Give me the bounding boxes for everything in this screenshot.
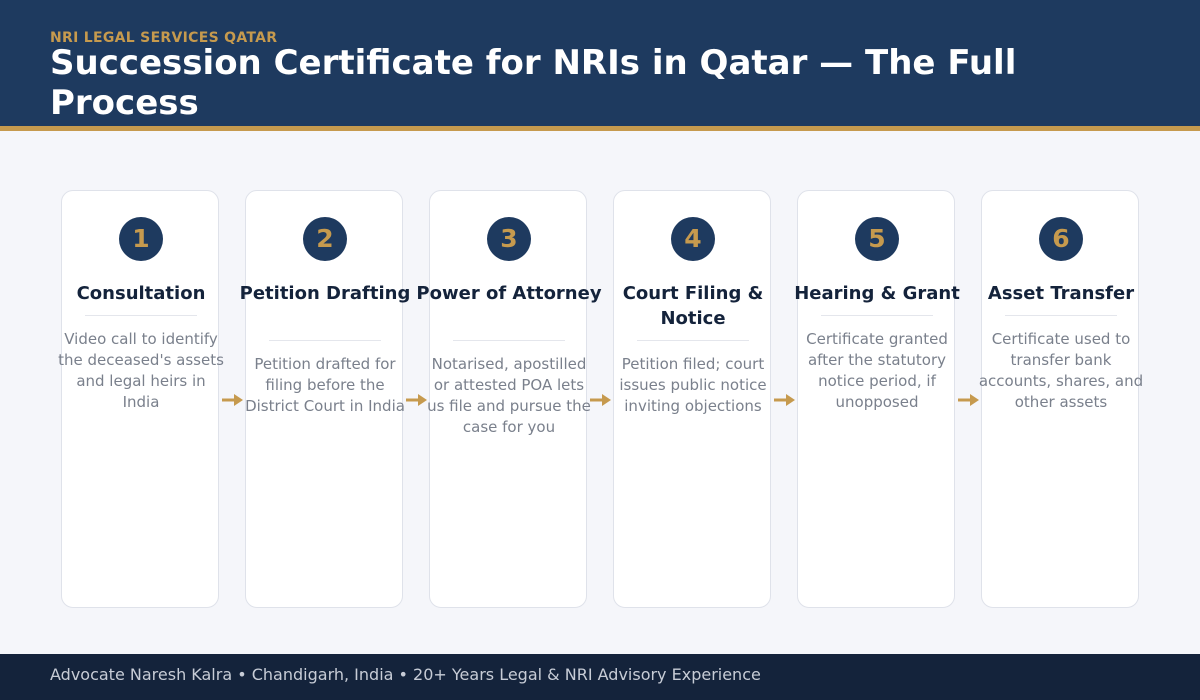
step-card-6: 6 Asset Transfer Certificate used to tra…: [979, 190, 1143, 608]
step-number-badge: 2: [303, 217, 347, 261]
step-divider: [269, 340, 381, 341]
step-number-badge: 3: [487, 217, 531, 261]
arrow-right-icon: [774, 394, 795, 406]
step-description: Video call to identify the deceased's as…: [58, 330, 224, 411]
footer-bar: Advocate Naresh Kalra • Chandigarh, Indi…: [0, 654, 1200, 700]
header-banner: NRI LEGAL SERVICES QATAR Succession Cert…: [0, 0, 1200, 131]
step-title: Asset Transfer: [987, 283, 1135, 304]
step-description: Notarised, apostilled or attested POA le…: [427, 355, 591, 436]
step-number-badge: 4: [671, 217, 715, 261]
step-card-5: 5 Hearing & Grant Certificate granted af…: [794, 190, 960, 608]
step-divider: [85, 315, 197, 316]
step-divider: [1005, 315, 1117, 316]
step-title: Court Filing & Notice: [622, 283, 764, 329]
step-divider: [821, 315, 933, 316]
footer-credits: Advocate Naresh Kalra • Chandigarh, Indi…: [50, 665, 761, 684]
step-divider: [637, 340, 749, 341]
arrow-right-icon: [406, 394, 427, 406]
step-title: Hearing & Grant: [794, 283, 960, 304]
step-description: Petition filed; court issues public noti…: [619, 355, 767, 415]
step-title: Consultation: [76, 283, 206, 304]
step-title: Power of Attorney: [416, 283, 602, 304]
step-number-badge: 1: [119, 217, 163, 261]
arrow-right-icon: [590, 394, 611, 406]
step-title: Petition Drafting: [239, 283, 411, 304]
arrow-right-icon: [958, 394, 979, 406]
step-description: Certificate used to transfer bank accoun…: [978, 330, 1144, 411]
eyebrow-label: NRI LEGAL SERVICES QATAR: [50, 30, 278, 46]
step-description: Certificate granted after the statutory …: [806, 330, 948, 411]
step-card-3: 3 Power of Attorney Notarised, apostille…: [416, 190, 602, 608]
step-divider: [453, 340, 565, 341]
arrow-right-icon: [222, 394, 243, 406]
step-card-1: 1 Consultation Video call to identify th…: [58, 190, 224, 608]
step-description: Petition drafted for filing before the D…: [245, 355, 405, 415]
step-card-4: 4 Court Filing & Notice Petition filed; …: [613, 190, 771, 608]
step-card-2: 2 Petition Drafting Petition drafted for…: [240, 190, 410, 608]
step-number-badge: 5: [855, 217, 899, 261]
page-title: Succession Certificate for NRIs in Qatar…: [50, 43, 1017, 123]
step-number-badge: 6: [1039, 217, 1083, 261]
